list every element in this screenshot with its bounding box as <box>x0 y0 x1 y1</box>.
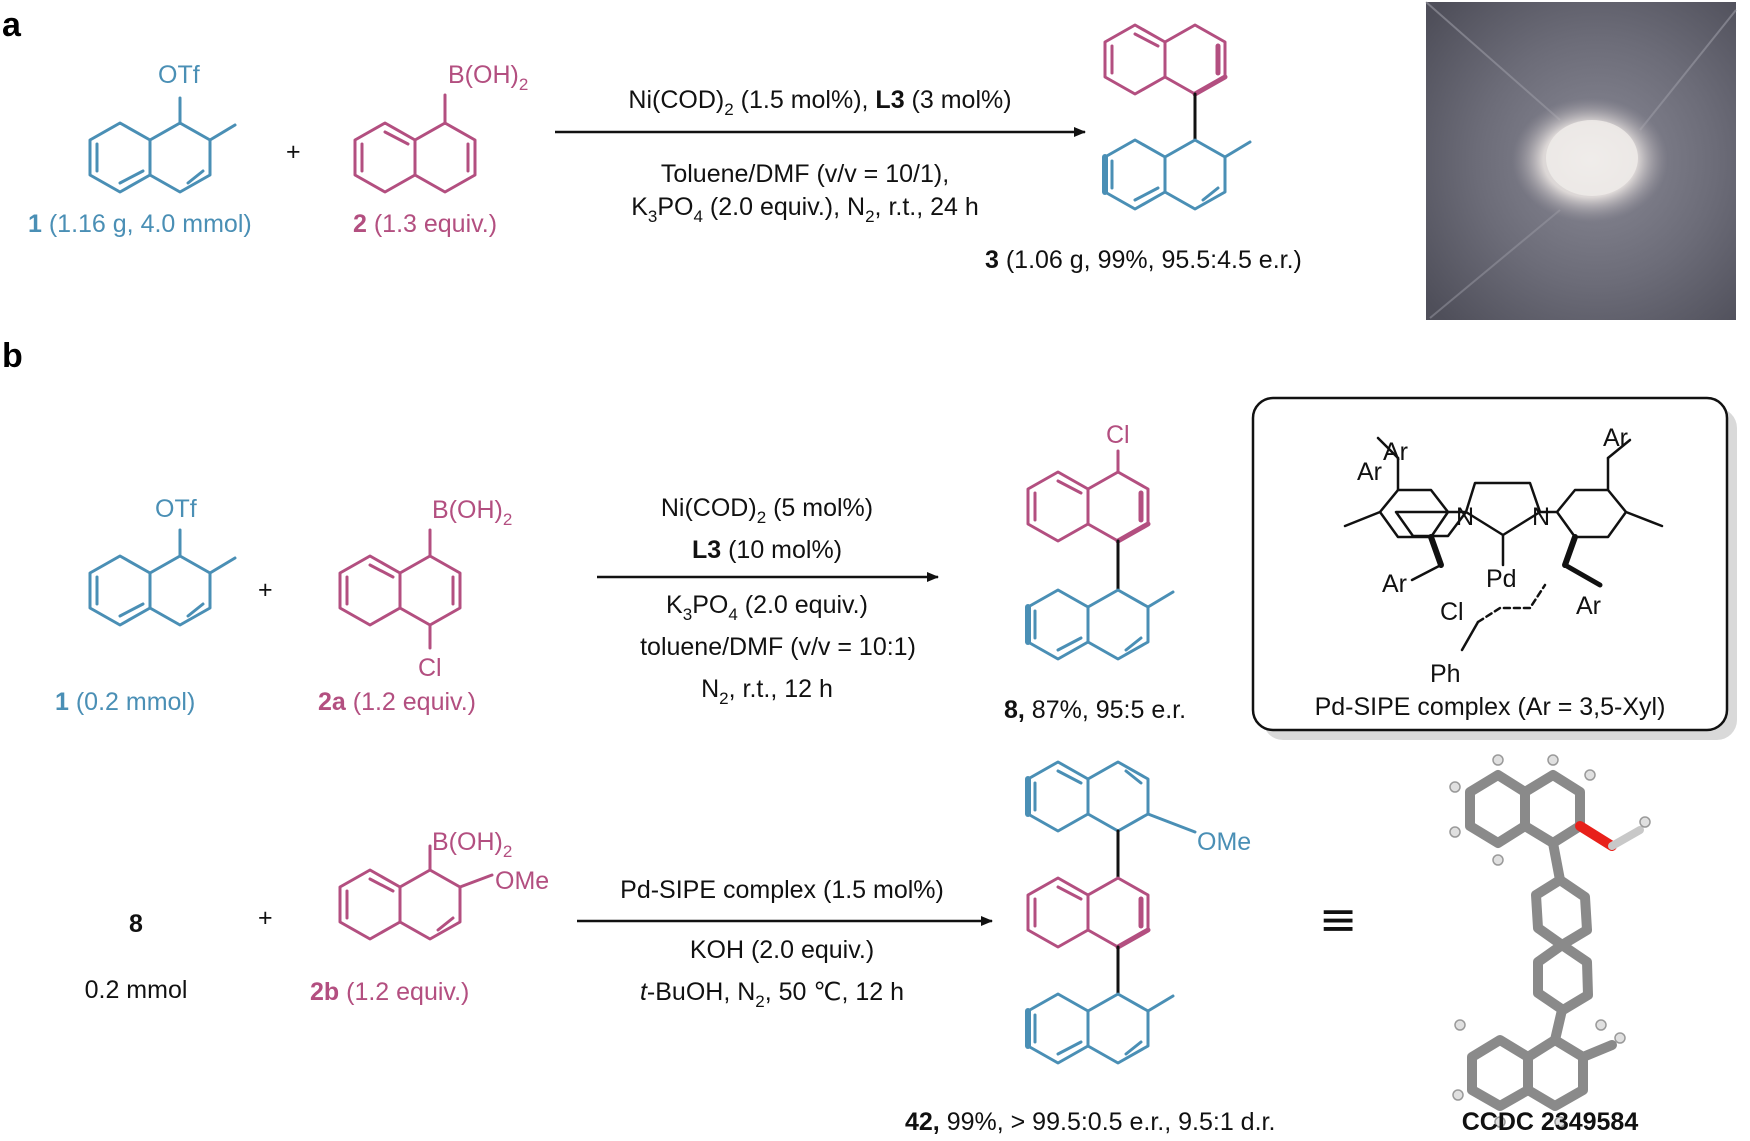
reactant-2-structure <box>353 93 477 194</box>
catalyst-caption: Pd-SIPE complex (Ar = 3,5-Xyl) <box>1315 693 1666 721</box>
reactant-1-group: OTf <box>158 61 200 89</box>
plus-sign-a: + <box>286 138 301 166</box>
conditions-b1-line2: L3 (10 mol%) <box>692 536 842 564</box>
conditions-b1-line4: toluene/DMF (v/v = 10:1) <box>640 633 916 661</box>
catalyst-ar-bottomright: Ar <box>1576 592 1601 620</box>
crystal-structure <box>1449 754 1651 1128</box>
row2-reactant-8-id: 8 <box>129 910 143 938</box>
catalyst-box: Ar Ar Ar Ar Ar N N Pd Cl Ph Pd-SIPE comp… <box>1251 396 1737 740</box>
conditions-b1-line3: K3PO4 (2.0 equiv.) <box>666 591 868 624</box>
row2-reactant-2b-caption: 2b (1.2 equiv.) <box>310 978 469 1006</box>
reactant-2-group: B(OH)2 <box>448 61 528 94</box>
row2-reactant-8-amount: 0.2 mmol <box>85 976 188 1004</box>
catalyst-ar-left: Ar <box>1357 458 1382 486</box>
product-3-caption: 3 (1.06 g, 99%, 95.5:4.5 e.r.) <box>985 246 1302 274</box>
catalyst-n-right: N <box>1532 503 1550 531</box>
conditions-b2-line1: Pd-SIPE complex (1.5 mol%) <box>620 876 944 904</box>
row1-reactant-2a-structure <box>338 528 462 650</box>
conditions-a-line3: K3PO4 (2.0 equiv.), N2, r.t., 24 h <box>631 193 979 226</box>
plus-sign-b2: + <box>258 904 273 932</box>
row2-reactant-2b-group: B(OH)2 <box>432 828 512 861</box>
conditions-b2-line2: KOH (2.0 equiv.) <box>690 936 874 964</box>
crystal-caption: CCDC 2349584 <box>1462 1108 1639 1136</box>
reactant-1-caption: 1 (1.16 g, 4.0 mmol) <box>28 210 252 238</box>
conditions-b1-line5: N2, r.t., 12 h <box>701 675 833 708</box>
product-8-caption: 8, 87%, 95:5 e.r. <box>1004 696 1186 724</box>
row1-reactant-1-group: OTf <box>155 495 197 523</box>
row1-reactant-1-structure <box>88 528 237 627</box>
equivalence-symbol: ≡ <box>1319 892 1358 946</box>
row1-reactant-2a-group: B(OH)2 <box>432 496 512 529</box>
panel-a-label: a <box>2 6 22 44</box>
panel-b-label: b <box>2 337 23 375</box>
reactant-2-caption: 2 (1.3 equiv.) <box>353 210 497 238</box>
row1-reactant-2a-caption: 2a (1.2 equiv.) <box>318 688 476 716</box>
row2-reactant-2b-ome: OMe <box>495 867 549 895</box>
pd-sipe-structure <box>1343 436 1664 652</box>
conditions-b1-line1: Ni(COD)2 (5 mol%) <box>661 494 873 527</box>
product-42-caption: 42, 99%, > 99.5:0.5 e.r., 9.5:1 d.r. <box>905 1108 1275 1136</box>
product-8-halide: Cl <box>1106 421 1130 449</box>
product-8-structure <box>1025 449 1175 661</box>
product-3-structure <box>1102 23 1252 211</box>
conditions-a-line1: Ni(COD)2 (1.5 mol%), L3 (3 mol%) <box>628 86 1011 119</box>
product-photo <box>1425 1 1737 320</box>
plus-sign-b1: + <box>258 576 273 604</box>
row1-reactant-2a-halide: Cl <box>418 654 442 682</box>
conditions-b2-line3: t-BuOH, N2, 50 ℃, 12 h <box>640 978 904 1011</box>
catalyst-ar-topright: Ar <box>1603 424 1628 452</box>
catalyst-n-left: N <box>1456 503 1474 531</box>
catalyst-ar-topleft: Ar <box>1383 438 1408 466</box>
catalyst-pd: Pd <box>1486 565 1517 593</box>
row2-reactant-2b-structure <box>338 844 494 941</box>
product-42-structure <box>1025 760 1197 1065</box>
catalyst-cl: Cl <box>1440 598 1464 626</box>
conditions-a-line2: Toluene/DMF (v/v = 10/1), <box>661 160 949 188</box>
reactant-1-structure <box>88 96 237 194</box>
catalyst-ph: Ph <box>1430 660 1461 688</box>
catalyst-ar-bottomleft: Ar <box>1382 570 1407 598</box>
row1-reactant-1-caption: 1 (0.2 mmol) <box>55 688 195 716</box>
product-42-ome: OMe <box>1197 828 1251 856</box>
